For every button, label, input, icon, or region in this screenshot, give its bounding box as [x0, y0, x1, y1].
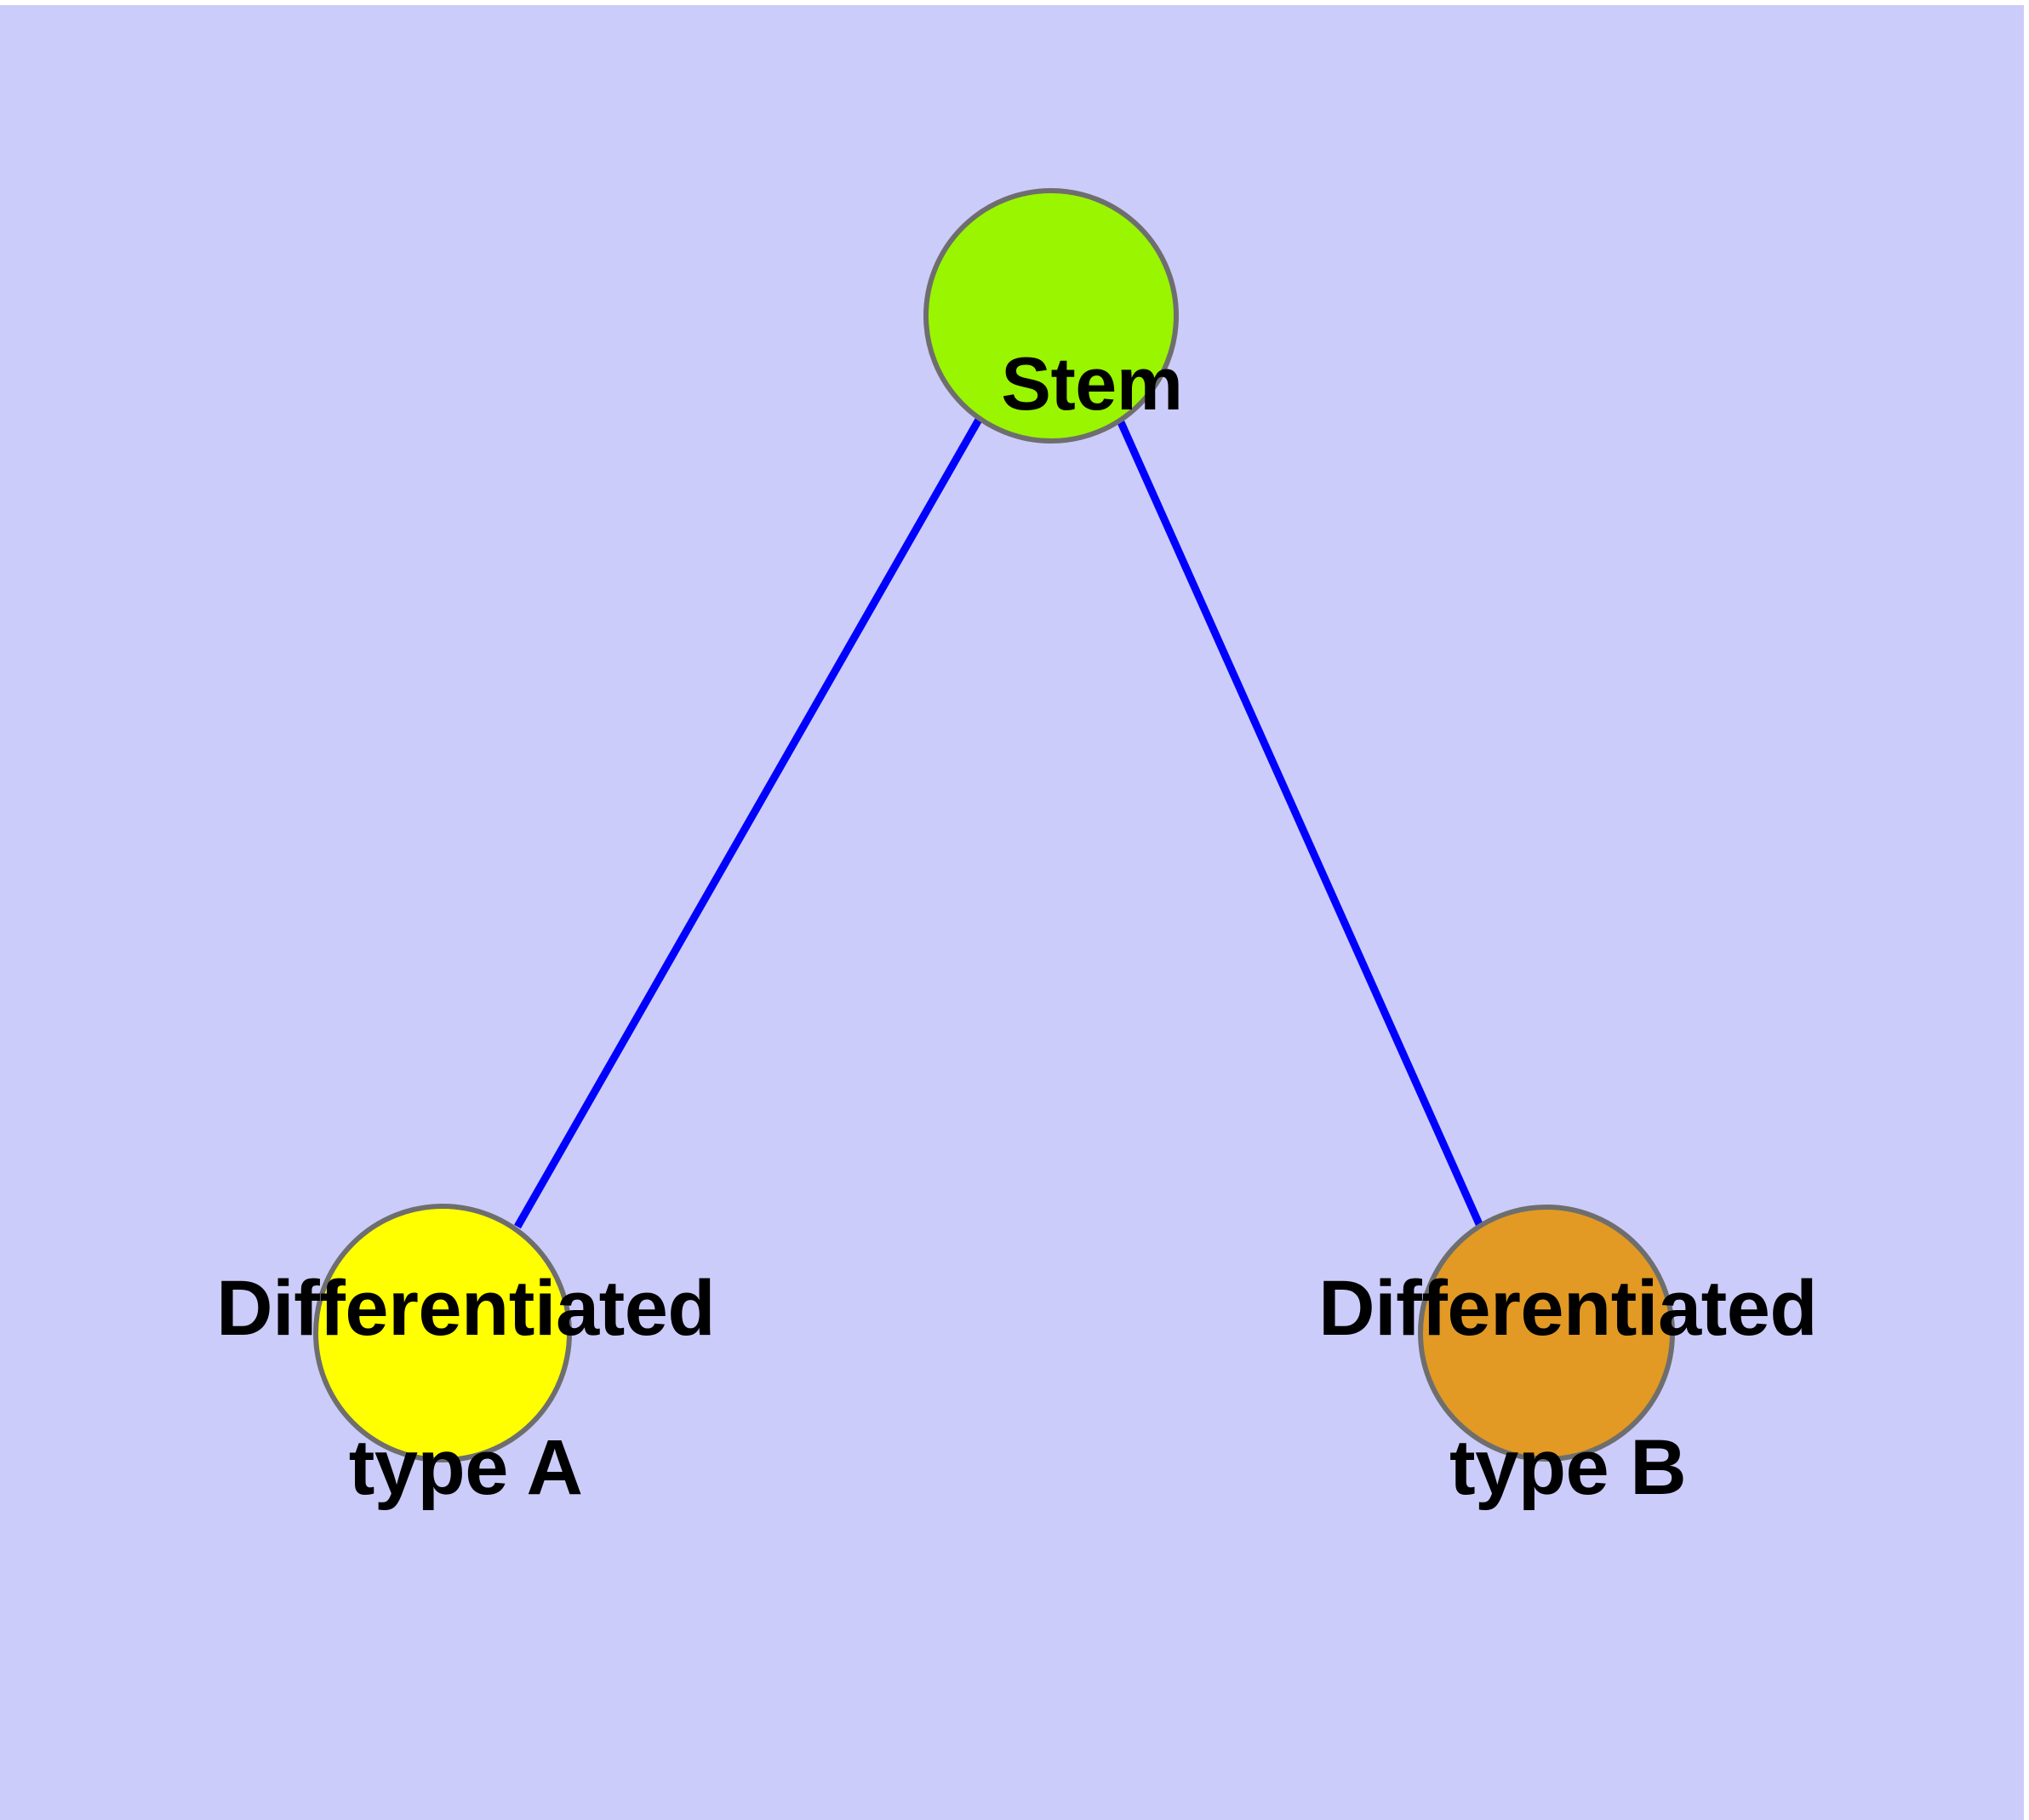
- node-differentiated-type-b[interactable]: [1418, 1205, 1675, 1462]
- node-differentiated-type-a[interactable]: [313, 1204, 572, 1462]
- edge-stem-to-differentiated-b: [1117, 421, 1483, 1226]
- node-stem[interactable]: [923, 188, 1179, 444]
- node-layer: [313, 188, 1675, 1462]
- edge-layer: [514, 417, 1483, 1229]
- edge-stem-to-differentiated-a: [514, 417, 982, 1229]
